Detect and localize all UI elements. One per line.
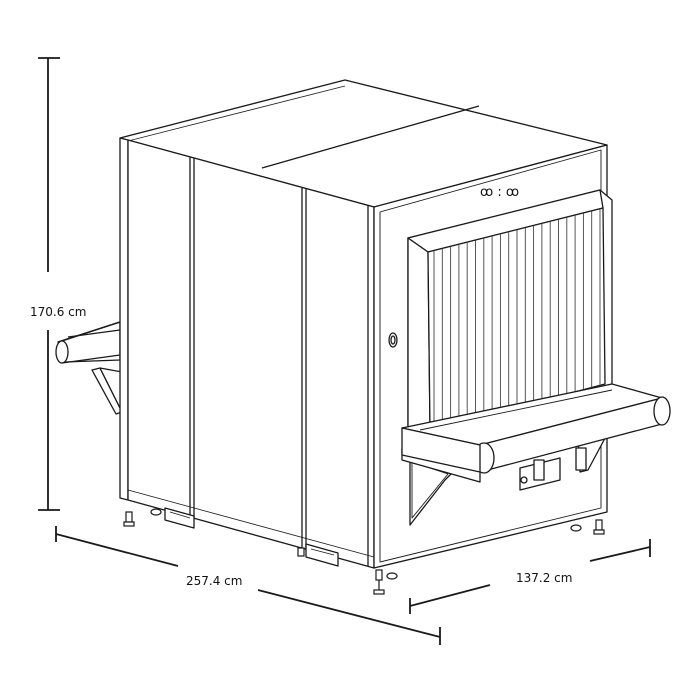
front-face bbox=[127, 139, 375, 569]
depth-label: 137.2 cm bbox=[516, 571, 572, 585]
feet bbox=[123, 508, 605, 595]
length-dimension-line-left bbox=[55, 533, 179, 567]
depth-dimension-line-right bbox=[589, 546, 651, 562]
dimension-lines bbox=[38, 57, 651, 645]
height-label: 170.6 cm bbox=[30, 305, 86, 319]
tunnel-opening bbox=[407, 189, 613, 436]
panel-symbols: ꝏ : ꝏ bbox=[480, 185, 519, 200]
right-conveyor bbox=[401, 383, 671, 526]
length-dimension-line-right bbox=[257, 589, 441, 638]
length-label: 257.4 cm bbox=[186, 574, 242, 588]
left-end-panel bbox=[119, 137, 129, 501]
left-conveyor bbox=[55, 321, 123, 415]
depth-dimension-line-left bbox=[409, 584, 491, 607]
